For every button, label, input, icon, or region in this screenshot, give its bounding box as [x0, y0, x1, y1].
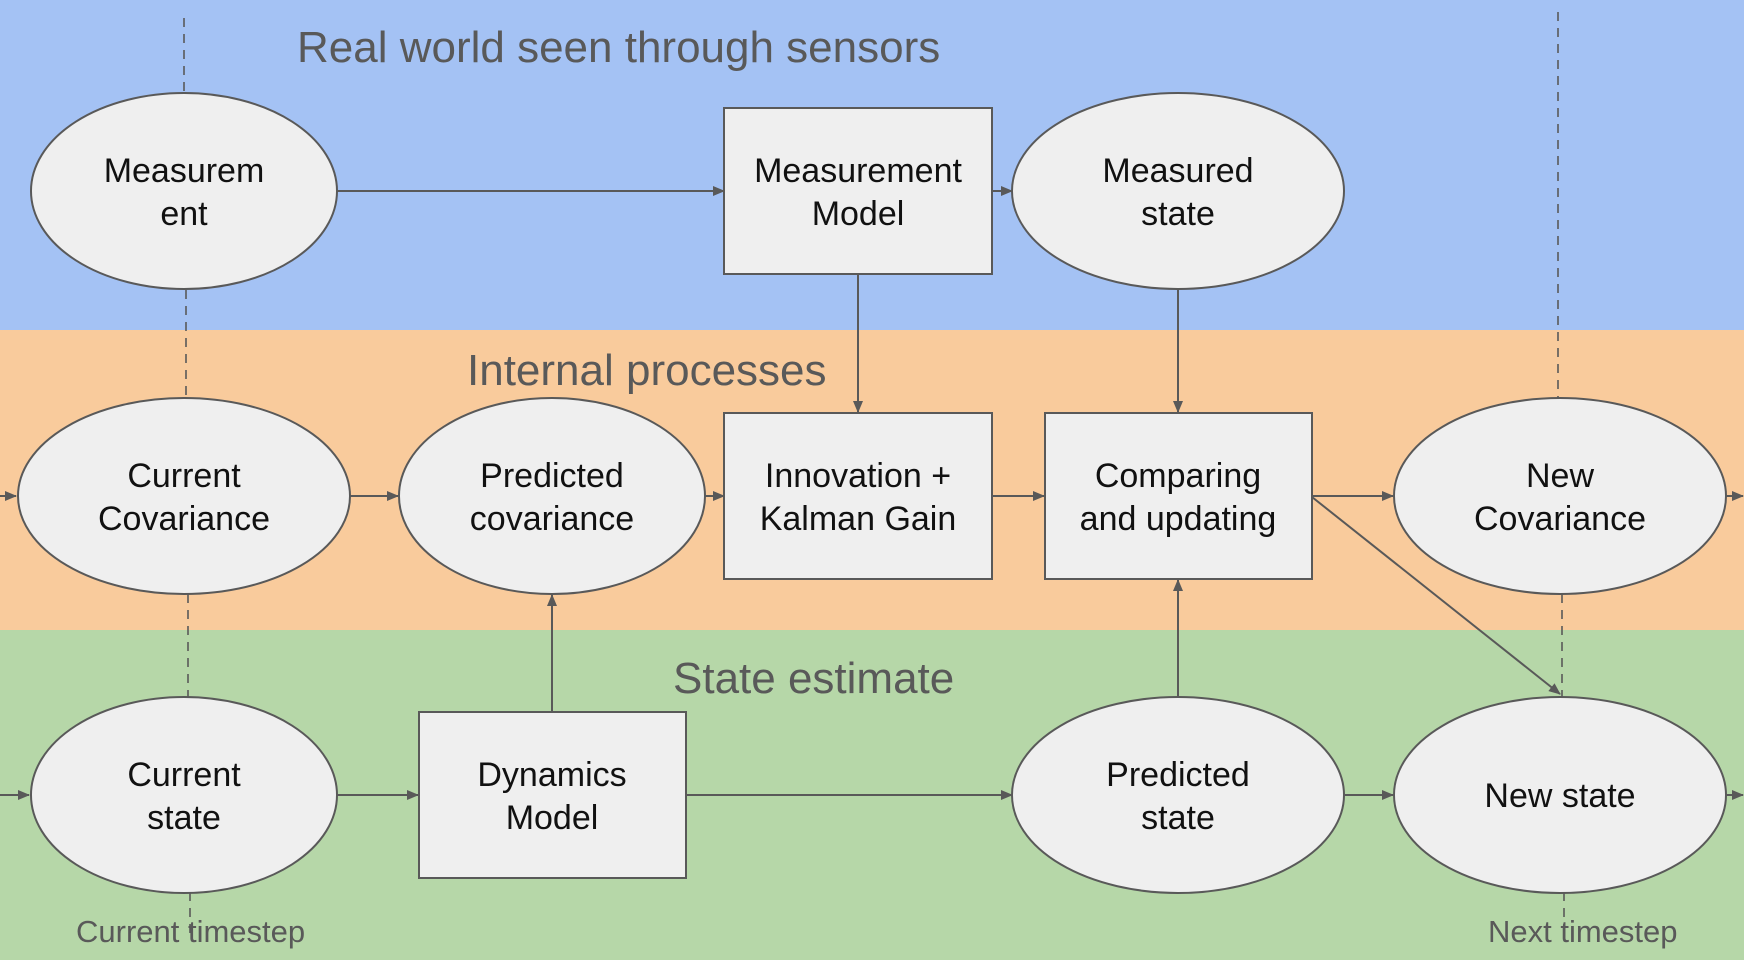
node-new-state-shape — [1393, 696, 1727, 894]
node-measurement-label-1: Measurem — [104, 152, 265, 190]
node-predicted-state: Predicted state — [1011, 696, 1345, 894]
node-measured-state: Measured state — [1011, 92, 1345, 290]
node-innovation-kalman-gain-shape — [723, 412, 993, 580]
band-title-internal-processes: Internal processes — [467, 346, 827, 395]
node-new-state-label: New state — [1484, 777, 1635, 815]
edge-comparing-to-new-state — [1311, 496, 1561, 695]
node-predicted-covariance-shape — [398, 397, 706, 595]
band-title-state-estimate: State estimate — [673, 654, 954, 703]
node-innovation-kalman-gain: Innovation + Kalman Gain — [723, 412, 993, 580]
node-dynamics-model-shape — [418, 711, 687, 879]
node-new-state: New state — [1393, 696, 1727, 894]
node-measured-state-label-1: Measured — [1102, 152, 1253, 190]
node-current-state: Current state — [30, 696, 338, 894]
node-innovation-kalman-gain-label-2: Kalman Gain — [760, 500, 957, 538]
node-current-state-label-2: state — [147, 799, 221, 837]
node-comparing-updating: Comparing and updating — [1044, 412, 1313, 580]
node-measured-state-shape — [1011, 92, 1345, 290]
node-innovation-kalman-gain-label-1: Innovation + — [765, 457, 951, 495]
node-current-state-label-1: Current — [127, 756, 241, 794]
node-predicted-covariance-label-1: Predicted — [480, 457, 624, 495]
next-timestep-line — [1557, 12, 1565, 940]
node-new-covariance-label-1: New — [1526, 457, 1594, 495]
node-measurement-shape — [30, 92, 338, 290]
node-new-covariance-shape — [1393, 397, 1727, 595]
node-current-covariance-shape — [17, 397, 351, 595]
node-measurement-model-label-2: Model — [812, 195, 905, 233]
current-timestep-line — [183, 18, 191, 940]
svg-text:Innovation +Kalman Gain: Innovation + Kalman Gain — [760, 457, 957, 538]
node-measurement-label-2: ent — [160, 195, 208, 233]
node-predicted-covariance: Predicted covariance — [398, 397, 706, 595]
node-comparing-updating-label-1: Comparing — [1095, 457, 1261, 495]
node-comparing-updating-shape — [1044, 412, 1313, 580]
node-new-covariance-label-2: Covariance — [1474, 500, 1646, 538]
node-dynamics-model-label-2: Model — [506, 799, 599, 837]
node-current-covariance-label-2: Covariance — [98, 500, 270, 538]
node-dynamics-model-label-1: Dynamics — [477, 756, 626, 794]
node-measured-state-label-2: state — [1141, 195, 1215, 233]
node-measurement: Measurem ent — [30, 92, 338, 290]
band-title-real-world: Real world seen through sensors — [297, 23, 940, 72]
edges — [0, 186, 1744, 800]
node-comparing-updating-label-2: and updating — [1080, 500, 1277, 538]
node-current-covariance-label-1: Current — [127, 457, 241, 495]
timestep-label-next: Next timestep — [1488, 914, 1678, 949]
node-measurement-model-label-1: Measurement — [754, 152, 962, 190]
node-predicted-state-label-1: Predicted — [1106, 756, 1250, 794]
svg-text:Measurement: Measurem ent — [104, 152, 265, 233]
node-predicted-state-shape — [1011, 696, 1345, 894]
node-current-state-shape — [30, 696, 338, 894]
node-predicted-covariance-label-2: covariance — [470, 500, 634, 538]
timestep-label-current: Current timestep — [76, 914, 305, 949]
node-predicted-state-label-2: state — [1141, 799, 1215, 837]
node-measurement-model-shape — [723, 107, 993, 275]
